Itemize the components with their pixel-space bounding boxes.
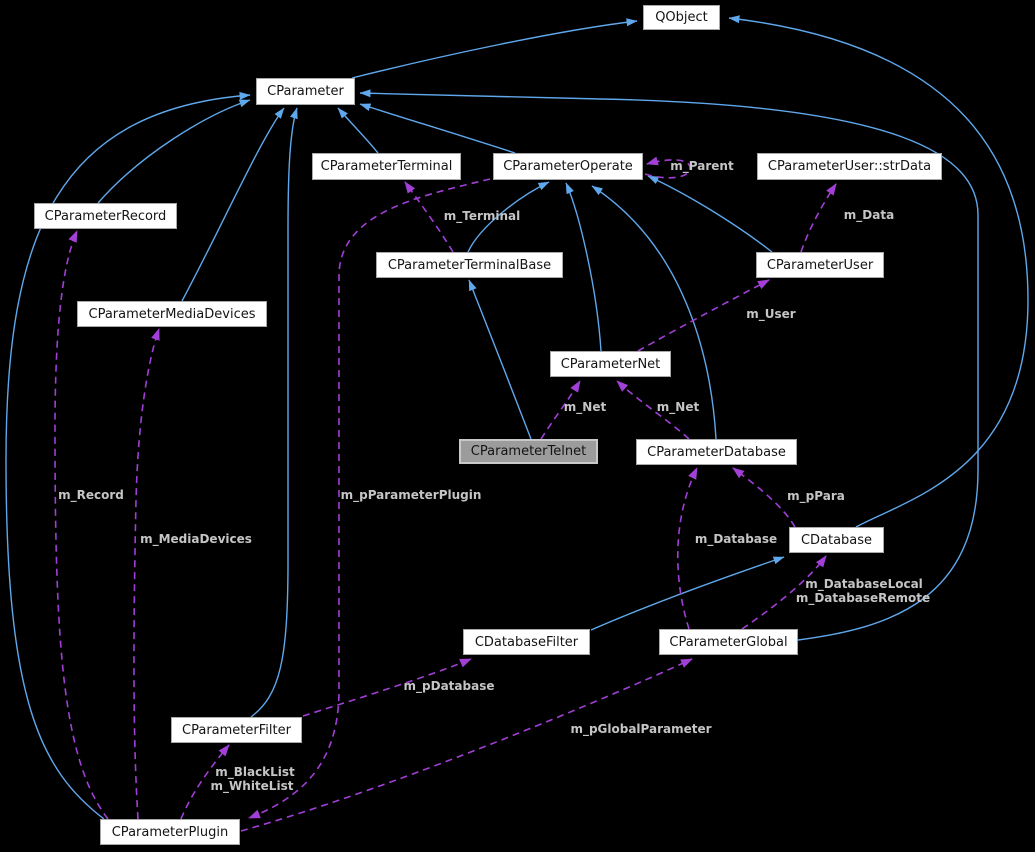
edge-cdatabase-to-qobject [728, 15, 1029, 528]
edge-cdatabase-to-cparameterdatabase [732, 467, 796, 528]
node-cparameterdatabase[interactable]: CParameterDatabase [636, 439, 797, 465]
edge-group [5, 15, 1029, 832]
edge-cparameteruser-to-strdata [800, 183, 837, 253]
edge-cparameterglobal-to-cparameter [359, 89, 979, 641]
edge-cparameterglobal-to-cdatabase [741, 555, 827, 630]
edge-cparameterdatabase-to-cparameternet [616, 380, 690, 440]
edge-cparameterterminalbase-to-cparameterterminal [404, 181, 454, 253]
edge-cparameterrecord-to-cparameter [97, 99, 251, 204]
node-cparameteroperate[interactable]: CParameterOperate [493, 153, 643, 180]
edge-cparametermediadevices-to-cparameter [181, 107, 285, 302]
edge-cparameterglobal-to-cparameterdatabase [677, 467, 698, 630]
edge-cparametertelnet-to-cparameternet [540, 380, 581, 440]
node-cparametermediadevices[interactable]: CParameterMediaDevices [77, 301, 267, 327]
node-cparametertelnet[interactable]: CParameterTelnet [459, 439, 598, 464]
node-cparameter[interactable]: CParameter [256, 78, 355, 105]
edge-cparameteroperate-to-cparameteroperate [644, 156, 691, 179]
edge-cparameteroperate-to-cparameterplugin [248, 178, 491, 819]
node-cdatabase[interactable]: CDatabase [789, 527, 884, 553]
node-qobject[interactable]: QObject [643, 5, 720, 30]
edge-cparametertelnet-to-cparameterterminalbase [468, 279, 532, 440]
edge-cparameternet-to-cparameteruser [637, 279, 770, 352]
edge-cparameterplugin-to-cparameter [5, 91, 251, 820]
edge-cparameterplugin-to-cparameterrecord [54, 230, 109, 820]
node-cparameterfilter[interactable]: CParameterFilter [171, 717, 302, 743]
node-cparameterglobal[interactable]: CParameterGlobal [659, 629, 798, 655]
edge-cparameterterminal-to-cparameter [337, 107, 379, 154]
node-cparameterterminalbase[interactable]: CParameterTerminalBase [376, 252, 563, 278]
edge-cparameterplugin-to-cparametermediadevices [133, 328, 160, 820]
edge-cparameterdatabase-to-cparameteroperate [591, 185, 717, 440]
node-cparameterplugin[interactable]: CParameterPlugin [100, 819, 240, 845]
edge-cparameterplugin-to-cparameterfilter [180, 744, 230, 820]
node-strdata[interactable]: CParameterUser::strData [757, 153, 942, 180]
edge-cparameternet-to-cparameteroperate [565, 182, 602, 352]
edge-cparameterterminalbase-to-cparameteroperate [467, 181, 550, 253]
node-cparameterrecord[interactable]: CParameterRecord [34, 203, 177, 229]
edge-cparameter-to-qobject [351, 18, 638, 79]
edge-cdatabasefilter-to-cdatabase [590, 556, 785, 631]
node-cparameterterminal[interactable]: CParameterTerminal [312, 153, 461, 180]
edge-cparameterfilter-to-cparameter [250, 107, 298, 718]
edge-cparameterplugin-to-cparameterglobal [240, 658, 693, 832]
edge-cparameteruser-to-cparameteroperate [647, 175, 773, 253]
node-cparameteruser[interactable]: CParameterUser [756, 252, 884, 278]
node-cdatabasefilter[interactable]: CDatabaseFilter [463, 629, 590, 655]
edge-cparameteroperate-to-cparameter [359, 103, 516, 154]
edge-cparameterfilter-to-cdatabasefilter [302, 658, 472, 717]
node-cparameternet[interactable]: CParameterNet [550, 351, 671, 377]
